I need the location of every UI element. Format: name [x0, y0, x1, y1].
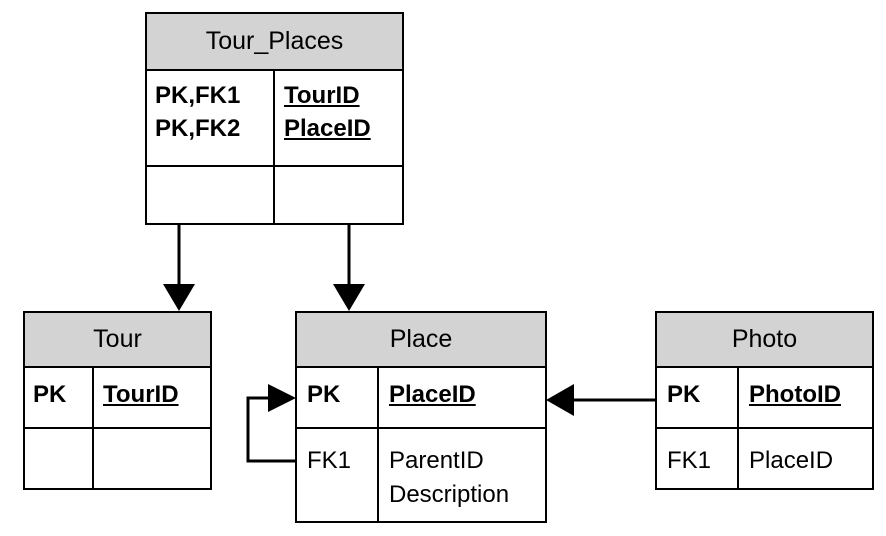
entity-title: Tour_Places	[147, 14, 402, 71]
arrowhead-tour	[163, 284, 195, 311]
primary-key-field: PlaceID	[284, 115, 371, 142]
entity-place: Place PK PlaceID FK1 ParentID Descriptio…	[295, 311, 547, 523]
row-divider	[657, 427, 872, 429]
primary-key-field: TourID	[103, 381, 179, 408]
key-label: PK	[33, 381, 67, 408]
row-divider	[147, 165, 402, 167]
field-label: Description	[389, 481, 510, 508]
primary-key-field: PhotoID	[749, 381, 841, 408]
column-divider	[377, 366, 379, 521]
key-label: PK	[307, 381, 341, 408]
key-label: PK,FK2	[155, 115, 241, 142]
entity-tour-places: Tour_Places PK,FK1 PK,FK2 TourID PlaceID	[145, 12, 404, 225]
column-divider	[273, 69, 275, 223]
key-label: PK	[667, 381, 701, 408]
primary-key-field: PlaceID	[389, 381, 476, 408]
entity-photo: Photo PK PhotoID FK1 PlaceID	[655, 311, 874, 490]
arrowhead-place-self	[268, 384, 296, 412]
field-label: ParentID	[389, 447, 484, 474]
field-label: PlaceID	[749, 447, 834, 474]
arrowhead-photo-to-place	[546, 384, 574, 416]
entity-title: Tour	[25, 313, 210, 368]
arrowhead-place	[333, 284, 365, 311]
row-divider	[297, 427, 545, 429]
entity-title: Place	[297, 313, 545, 368]
key-label: FK1	[307, 447, 352, 474]
key-label: PK,FK1	[155, 82, 241, 109]
entity-tour: Tour PK TourID	[23, 311, 212, 490]
primary-key-field: TourID	[284, 82, 360, 109]
entity-title: Photo	[657, 313, 872, 368]
key-label: FK1	[667, 447, 712, 474]
relationship-line-place-self	[246, 396, 296, 463]
row-divider	[25, 427, 210, 429]
